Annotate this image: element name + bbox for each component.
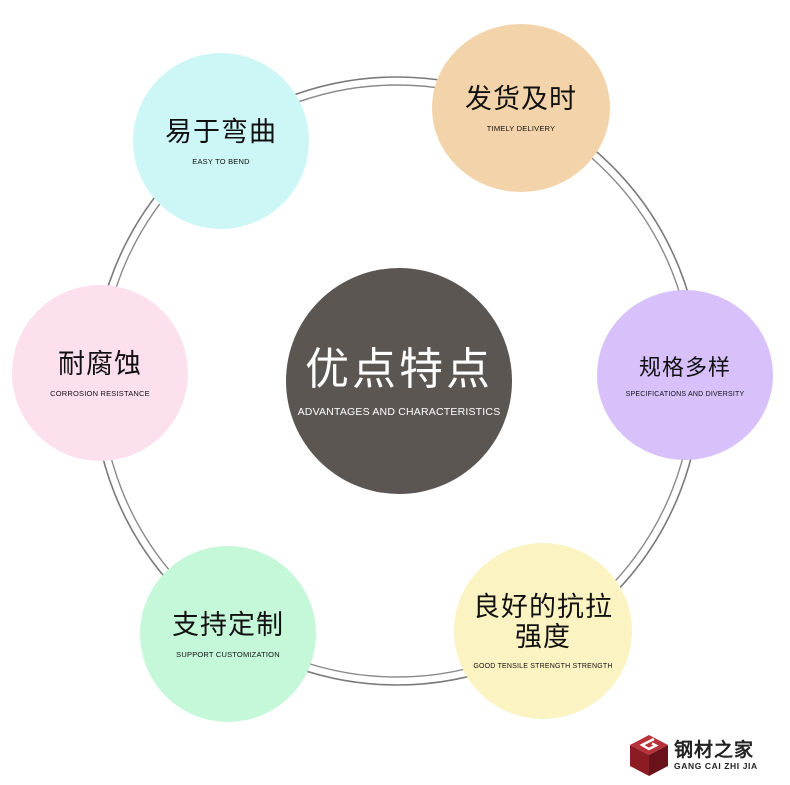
brand-logo: 钢材之家 GANG CAI ZHI JIA: [628, 733, 758, 777]
feature-corrosion-resistance: 耐腐蚀 CORROSION RESISTANCE: [12, 285, 188, 461]
feature-title-zh-line2: 强度: [515, 621, 571, 653]
center-title-en: ADVANTAGES AND CHARACTERISTICS: [297, 406, 501, 418]
feature-support-customization: 支持定制 SUPPORT CUSTOMIZATION: [140, 546, 316, 722]
feature-title-zh: 支持定制: [172, 609, 284, 641]
feature-tensile-strength: 良好的抗拉 强度 GOOD TENSILE STRENGTH STRENGTH: [454, 543, 632, 719]
feature-title-en: SPECIFICATIONS AND DIVERSITY: [625, 390, 745, 398]
feature-title-en: GOOD TENSILE STRENGTH STRENGTH: [473, 662, 613, 670]
feature-title-zh-line1: 良好的抗拉: [473, 591, 613, 623]
feature-title-en: EASY TO BEND: [192, 156, 250, 166]
logo-name-en: GANG CAI ZHI JIA: [674, 761, 758, 771]
feature-title-zh: 规格多样: [638, 355, 731, 381]
logo-name-zh: 钢材之家: [674, 739, 755, 761]
feature-title-zh: 耐腐蚀: [58, 348, 142, 380]
feature-easy-to-bend: 易于弯曲 EASY TO BEND: [133, 53, 309, 229]
cube-g-logo-icon: [630, 735, 668, 776]
feature-specifications-diversity: 规格多样 SPECIFICATIONS AND DIVERSITY: [597, 290, 773, 460]
feature-timely-delivery: 发货及时 TIMELY DELIVERY: [432, 24, 610, 192]
feature-title-en: SUPPORT CUSTOMIZATION: [176, 649, 280, 659]
feature-title-zh: 发货及时: [465, 83, 577, 115]
feature-title-zh: 易于弯曲: [165, 116, 277, 148]
center-hub: 优点特点 ADVANTAGES AND CHARACTERISTICS: [286, 268, 512, 494]
center-title-zh: 优点特点: [305, 344, 493, 395]
feature-title-en: CORROSION RESISTANCE: [50, 388, 150, 398]
feature-title-en: TIMELY DELIVERY: [486, 123, 556, 133]
